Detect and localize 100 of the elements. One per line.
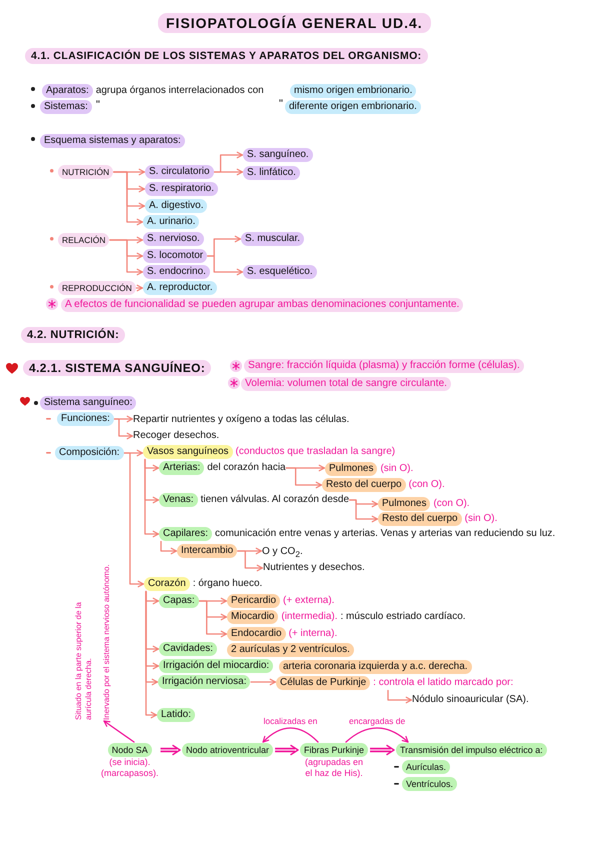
arrow (145, 590, 158, 718)
definition-text: : músculo estriado cardíaco. (340, 610, 466, 624)
highlighted-term: Irrigación nerviosa: (158, 675, 250, 689)
arrow (136, 284, 144, 292)
arrow (348, 499, 378, 522)
highlighted-term: Esquema sistemas y aparatos: (40, 134, 185, 148)
definition-text: agrupa órganos interrelacionados con (96, 84, 264, 98)
arrow (250, 678, 276, 686)
highlighted-term: S. endocrino. (143, 265, 210, 279)
item-text: Repartir nutrientes y oxígeno a todas las células. (133, 413, 350, 427)
highlighted-term: Latido: (157, 708, 196, 722)
highlighted-term: S. locomotor (143, 249, 208, 263)
highlighted-term: A. digestivo. (145, 199, 208, 213)
arrow (114, 418, 134, 440)
highlighted-term: Transmisión del impulso eléctrico a: (396, 743, 547, 757)
highlighted-term: A. urinario. (143, 215, 200, 229)
highlighted-term: Composición: (55, 446, 124, 460)
title: FISIOPATOLOGÍA GENERAL UD.4. (158, 13, 431, 33)
highlighted-term: Funciones: (57, 412, 114, 426)
note-text: (+ externa). (283, 594, 334, 608)
highlighted-term: S. nervioso. (143, 232, 204, 246)
arrow (123, 452, 144, 588)
highlighted-term: Intercambio (177, 544, 238, 558)
highlighted-term: Nodo SA (108, 743, 152, 757)
arrow (160, 540, 178, 554)
definition-text: comunicación entre venas y arterias. Venas y arterias van reduciendo su luz. (215, 527, 556, 541)
edge-label: localizadas en (262, 716, 318, 726)
note-text: : controla el latido marcado por: (373, 676, 514, 690)
arrow (103, 720, 135, 743)
highlighted-term: Capas: (159, 594, 199, 608)
note-text: (con O). (408, 478, 445, 492)
highlighted-term: S. circulatorio (145, 165, 214, 179)
highlighted-term: S. muscular. (241, 232, 304, 246)
highlighted-term: Nodo atrioventricular (182, 743, 274, 757)
arrow (237, 550, 264, 572)
highlighted-term: S. sanguíneo. (243, 148, 313, 162)
note-text: (se inicia). (108, 757, 152, 768)
arrow (113, 171, 144, 226)
highlighted-term: Aurículas. (402, 760, 450, 774)
item-text: Recoger desechos. (133, 429, 220, 443)
section-heading: 4.2. NUTRICIÓN: (21, 327, 126, 343)
definition-text: del corazón hacia (207, 461, 286, 475)
note-text: (sin O). (380, 462, 414, 476)
highlighted-term: Capilares: (159, 527, 212, 541)
edge-label: encargadas de (348, 716, 406, 726)
arrow (206, 255, 244, 276)
highlighted-term: NUTRICIÓN (58, 165, 114, 179)
highlighted-term: Ventrículos. (402, 777, 458, 791)
double-arrow (160, 744, 181, 756)
note-text: (conductos que trasladan la sangre) (236, 445, 396, 459)
curved-arrow (262, 727, 319, 743)
highlighted-term: Resto del cuerpo (378, 512, 462, 526)
highlighted-term: S. esquelético. (243, 265, 317, 279)
annotation-text: Inervado por el sistema nervioso autónomo. (102, 564, 112, 720)
highlighted-note: Sangre: fracción líquida (plasma) y fracción forme (células). (244, 359, 524, 373)
highlighted-term: Endocardio (227, 627, 286, 641)
highlighted-term: Pericardio (227, 594, 280, 608)
section-heading: 4.2.1. SISTEMA SANGUÍNEO: (23, 360, 212, 376)
highlighted-term: mismo origen embrionario. (290, 84, 416, 98)
definition-text: tienen válvulas. Al corazón desde (200, 493, 350, 507)
arrow (144, 458, 160, 538)
highlighted-term: Arterias: (159, 461, 204, 475)
highlighted-term: Irrigación del miocardio: (159, 659, 274, 673)
highlighted-term: Sistema sanguíneo: (40, 396, 136, 410)
ditto-mark: " (279, 98, 283, 110)
item-text: Nódulo sinoauricular (SA). (412, 693, 529, 707)
arrow (198, 600, 228, 638)
section-heading: 4.1. CLASIFICACIÓN DE LOS SISTEMAS Y APARATOS DEL ORGANISMO: (25, 48, 428, 64)
note-text: (+ interna). (288, 627, 338, 641)
highlighted-term: diferente origen embrionario. (285, 100, 421, 114)
arrow (213, 168, 244, 176)
highlighted-term: Resto del cuerpo (322, 478, 406, 492)
note-text: (sin O). (464, 512, 498, 526)
highlighted-term: Fibras Purkinje (300, 743, 368, 757)
highlighted-term: REPRODUCCIÓN (58, 281, 136, 295)
ditto-mark: " (96, 99, 100, 111)
definition-text: : órgano hueco. (192, 577, 262, 591)
double-arrow (275, 744, 299, 756)
highlighted-term: A. reproductor. (143, 281, 217, 295)
highlighted-term: Vasos sanguíneos (143, 445, 233, 459)
curved-arrow (345, 727, 409, 743)
highlighted-term: Aparatos: (42, 84, 93, 98)
arrow (285, 467, 322, 488)
highlighted-term: 2 aurículas y 2 ventrículos. (227, 643, 354, 657)
item-text: Nutrientes y desechos. (263, 561, 365, 575)
highlighted-term: arteria coronaria izquierda y a.c. derecha. (279, 660, 472, 674)
highlighted-term: Pulmones (378, 497, 430, 511)
note-text: (marcapasos). (101, 768, 159, 779)
highlighted-term: Pulmones (325, 462, 378, 476)
highlighted-term: Corazón (144, 577, 190, 591)
highlighted-term: Sistemas: (40, 100, 92, 114)
annotation-text: Situado en la parte superior de la aurícula derecha. (74, 601, 94, 720)
note-text: (intermedia). (281, 610, 338, 624)
highlighted-term: S. linfático. (243, 166, 300, 180)
double-arrow (370, 744, 395, 756)
item-text: O y CO$_{2}$. (262, 545, 303, 561)
highlighted-note: A efectos de funcionalidad se pueden agrupar ambas denominaciones conjuntamente. (61, 298, 464, 312)
highlighted-term: Cavidades: (159, 642, 218, 656)
highlighted-term: RELACIÓN (58, 233, 110, 247)
arrow (109, 239, 144, 276)
